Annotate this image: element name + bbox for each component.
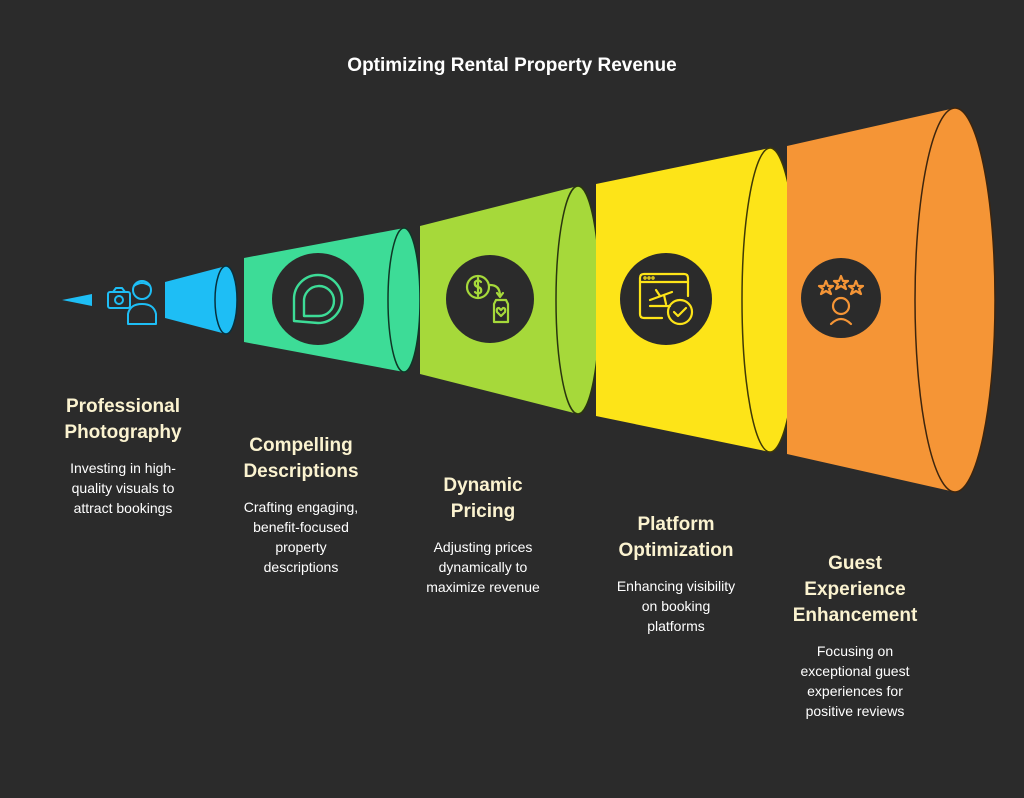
stage-5-description: Focusing on exceptional guest experience… bbox=[800, 643, 910, 719]
stage-4-description: Enhancing visibility on booking platform… bbox=[616, 578, 736, 634]
stage-1-description: Investing in high- quality visuals to at… bbox=[70, 460, 176, 516]
stage-1-title: Professional Photography bbox=[64, 396, 182, 443]
stage-3-title: Dynamic Pricing bbox=[443, 475, 523, 522]
page-title: Optimizing Rental Property Revenue bbox=[347, 55, 677, 76]
stage-2-label: Compelling Descriptions Crafting engagin… bbox=[226, 433, 376, 577]
stage-5-title: Guest Experience Enhancement bbox=[792, 553, 918, 626]
dollar-price-tag-icon bbox=[446, 255, 534, 343]
stage-1-label: Professional Photography Investing in hi… bbox=[50, 394, 196, 518]
stage-4-title: Platform Optimization bbox=[618, 514, 734, 561]
funnel-segment-1 bbox=[165, 265, 238, 335]
camera-photographer-icon bbox=[107, 280, 157, 325]
stage-3-label: Dynamic Pricing Adjusting prices dynamic… bbox=[408, 473, 558, 597]
stage-3-description: Adjusting prices dynamically to maximize… bbox=[426, 539, 540, 595]
stage-5-label: Guest Experience Enhancement Focusing on… bbox=[775, 551, 935, 721]
stage-4-label: Platform Optimization Enhancing visibili… bbox=[596, 512, 756, 636]
stage-2-description: Crafting engaging, benefit-focused prope… bbox=[243, 499, 359, 575]
browser-plane-check-icon bbox=[620, 253, 712, 345]
stars-guest-icon bbox=[801, 258, 881, 338]
stage-2-title: Compelling Descriptions bbox=[243, 435, 359, 482]
funnel-tip bbox=[62, 294, 92, 306]
chat-bubbles-icon bbox=[272, 253, 364, 345]
